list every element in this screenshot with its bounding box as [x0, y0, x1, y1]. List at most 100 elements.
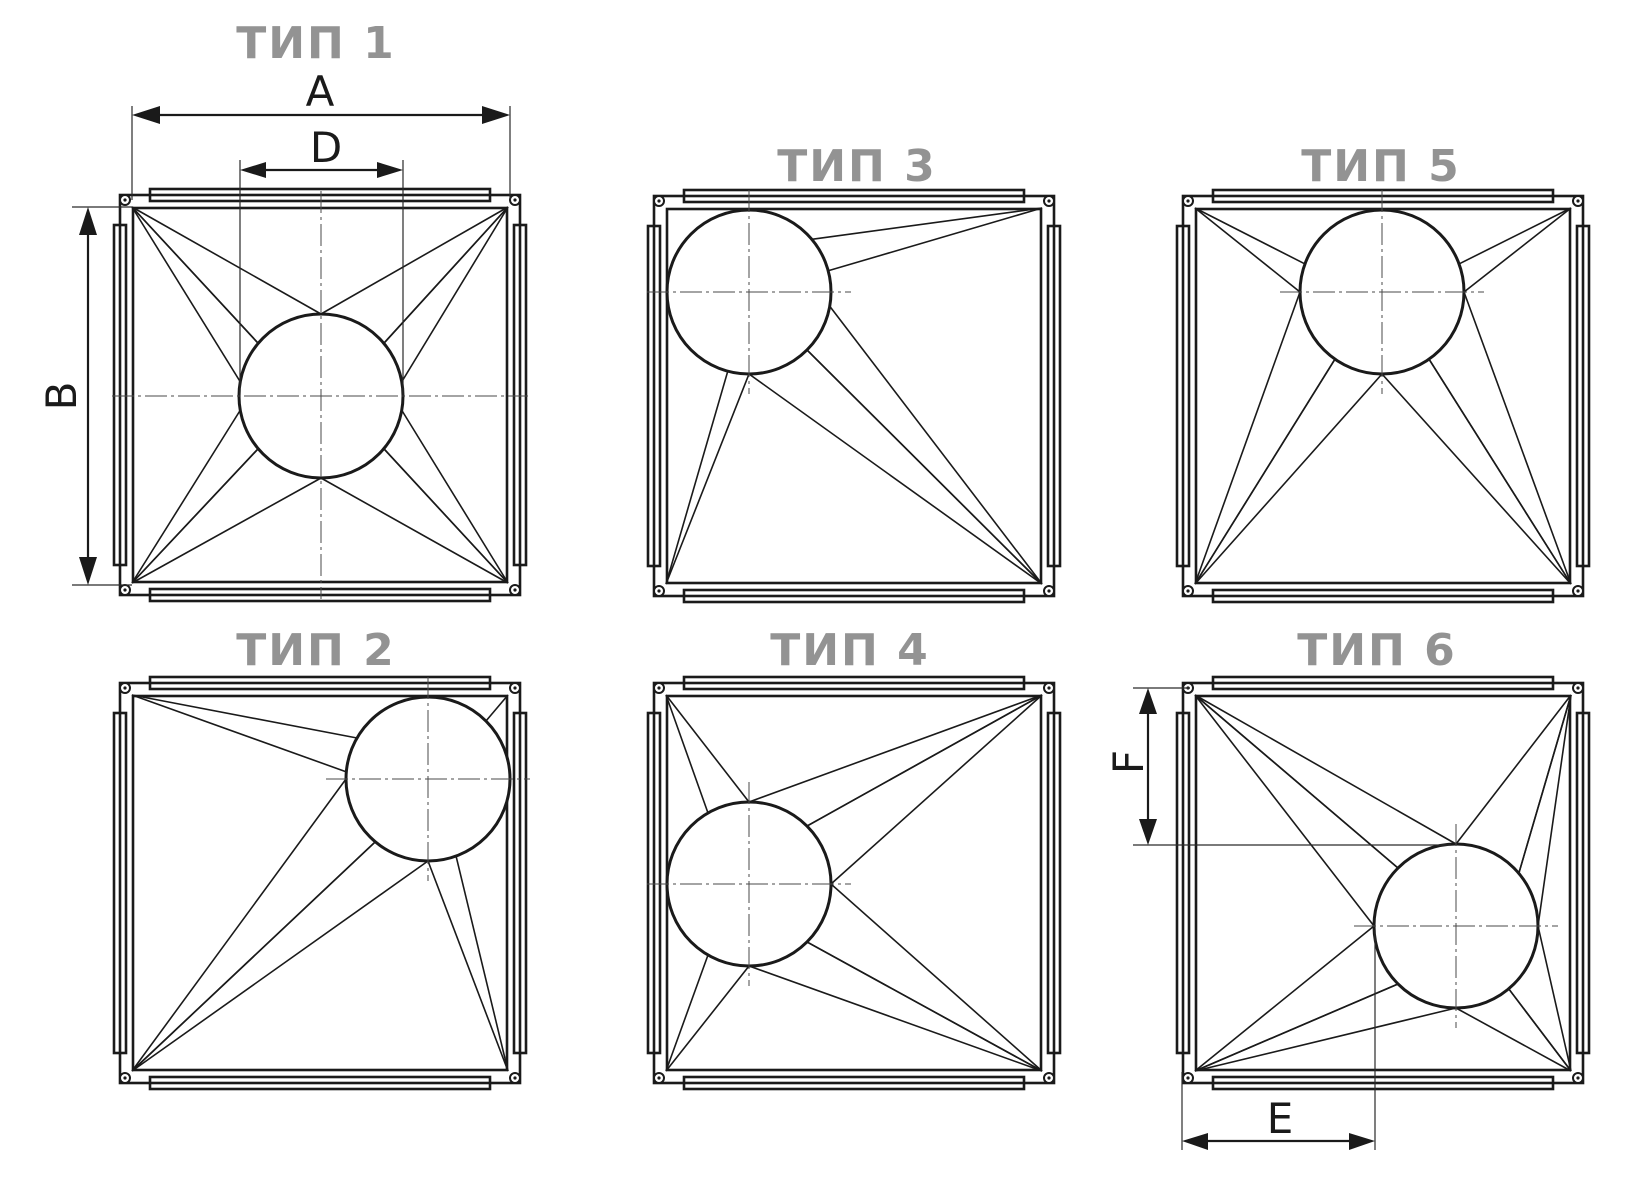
facet-line [427, 860, 509, 1072]
facet-line [131, 694, 358, 739]
facet-line [1455, 694, 1572, 845]
facet-line [383, 206, 509, 344]
bolt-center [657, 1076, 661, 1080]
panel-title-type4: ТИП 4 [770, 625, 930, 676]
bolt-center [123, 588, 127, 592]
facet-line [320, 206, 509, 315]
dimension-b: B [37, 206, 132, 586]
flange-rail-right [1046, 711, 1062, 1055]
panel-type1 [112, 187, 528, 603]
dimension-f: F [1104, 687, 1451, 846]
flange-rail-left [112, 711, 128, 1055]
facet-line [131, 841, 376, 1072]
outer-flange [118, 193, 522, 597]
facet-line [1458, 207, 1572, 265]
dimension-d: D [239, 123, 404, 397]
facet-line [830, 694, 1043, 885]
facet-line [1518, 694, 1572, 874]
flange-rail-top [1211, 675, 1555, 691]
facet-line [1194, 983, 1399, 1072]
bolt-center [1576, 199, 1580, 203]
outer-flange [1181, 681, 1585, 1085]
facet-line [1463, 207, 1572, 293]
flange-rail-right [1575, 224, 1591, 568]
bolt-center [123, 198, 127, 202]
facet-line [1194, 694, 1399, 869]
flange-rail-bottom [1211, 1075, 1555, 1091]
facet-line [1194, 925, 1375, 1072]
facet-line [131, 448, 259, 584]
panel-title-type3: ТИП 3 [777, 141, 937, 192]
facet-line [829, 305, 1043, 585]
bolt-center [513, 198, 517, 202]
dimension-d-label: D [310, 123, 342, 172]
inner-flange [131, 206, 509, 584]
panel-title-type2: ТИП 2 [236, 625, 396, 676]
facet-line [665, 954, 709, 1072]
bolt-center [513, 686, 517, 690]
facet-line [1194, 694, 1375, 927]
bolt-center [513, 1076, 517, 1080]
bolt-center [1047, 686, 1051, 690]
flange-rail-left [112, 223, 128, 567]
dimension-a-label: A [306, 67, 335, 116]
facet-line [1463, 291, 1572, 585]
facet-line [806, 941, 1043, 1072]
flange-rail-top [682, 675, 1026, 691]
facet-line [131, 694, 347, 773]
flange-rail-bottom [148, 587, 492, 603]
flange-rail-left [1175, 711, 1191, 1055]
facet-line [455, 855, 509, 1072]
outer-flange [652, 681, 1056, 1085]
facet-line [806, 349, 1043, 585]
facet-line [806, 694, 1043, 827]
panel-type3 [646, 188, 1062, 604]
flange-rail-right [1575, 711, 1591, 1055]
outer-flange [652, 194, 1056, 598]
panel-type4 [646, 675, 1062, 1091]
flange-rail-right [1046, 224, 1062, 568]
facet-line [1381, 373, 1572, 585]
inner-flange [665, 207, 1043, 585]
facet-line [131, 860, 429, 1072]
flange-rail-top [1211, 188, 1555, 204]
flange-rail-bottom [1211, 588, 1555, 604]
bolt-center [123, 1076, 127, 1080]
facet-line [1194, 358, 1336, 585]
bolt-center [657, 589, 661, 593]
facet-line [1428, 358, 1572, 585]
facet-line [748, 965, 1043, 1072]
facet-line [131, 778, 347, 1072]
panel-type5 [1175, 188, 1591, 604]
dimension-e-label: E [1267, 1094, 1294, 1143]
bolt-center [1186, 589, 1190, 593]
inner-flange [1194, 694, 1572, 1072]
bolt-center [1047, 1076, 1051, 1080]
facet-line [1537, 925, 1572, 1072]
facet-line [1455, 1007, 1572, 1072]
bolt-center [657, 686, 661, 690]
bolt-center [1576, 686, 1580, 690]
facet-line [665, 694, 709, 814]
facet-line [131, 206, 259, 344]
facet-line [1194, 1007, 1457, 1072]
bolt-center [1576, 589, 1580, 593]
facet-line [131, 409, 241, 584]
facet-line [1508, 988, 1572, 1072]
facet-line [665, 965, 750, 1072]
flange-rail-left [1175, 224, 1191, 568]
panel-title-type1: ТИП 1 [236, 18, 396, 69]
bolt-center [513, 588, 517, 592]
facet-line [401, 206, 509, 383]
facet-line [401, 409, 509, 584]
bolt-center [1576, 1076, 1580, 1080]
panel-type2 [112, 675, 530, 1091]
facet-line [1194, 207, 1306, 265]
outer-flange [118, 681, 522, 1085]
facet-line [131, 206, 241, 383]
dimension-f-label: F [1104, 750, 1153, 774]
panel-type6 [1175, 675, 1591, 1091]
flange-rail-bottom [682, 1075, 1026, 1091]
bolt-center [123, 686, 127, 690]
